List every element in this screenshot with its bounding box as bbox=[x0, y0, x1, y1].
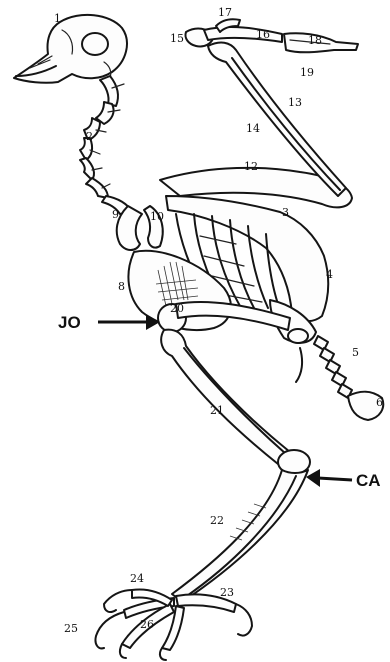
neck-vertebrae bbox=[80, 76, 132, 214]
label-4: 4 bbox=[326, 268, 333, 281]
label-13: 13 bbox=[288, 96, 302, 109]
label-8: 8 bbox=[118, 280, 125, 293]
label-16: 16 bbox=[256, 28, 270, 41]
torso bbox=[117, 196, 329, 382]
label-3: 3 bbox=[282, 206, 289, 219]
callout-jo: JO bbox=[58, 313, 81, 332]
leg bbox=[158, 302, 310, 602]
label-22: 22 bbox=[210, 514, 224, 527]
label-14: 14 bbox=[246, 122, 260, 135]
tail bbox=[314, 336, 383, 420]
ca-arrow bbox=[306, 469, 352, 487]
label-24: 24 bbox=[130, 572, 144, 585]
label-17: 17 bbox=[218, 6, 232, 19]
label-19: 19 bbox=[300, 66, 314, 79]
foot bbox=[95, 589, 252, 660]
label-6: 6 bbox=[376, 396, 383, 409]
label-12: 12 bbox=[244, 160, 258, 173]
wing bbox=[160, 19, 358, 207]
label-20: 20 bbox=[170, 302, 184, 315]
label-25: 25 bbox=[64, 622, 78, 635]
label-5: 5 bbox=[352, 346, 359, 359]
label-21: 21 bbox=[210, 404, 224, 417]
label-23: 23 bbox=[220, 586, 234, 599]
callout-ca: CA bbox=[356, 471, 381, 490]
skull bbox=[14, 15, 127, 83]
label-15: 15 bbox=[170, 32, 184, 45]
label-10: 10 bbox=[150, 210, 164, 223]
label-9: 9 bbox=[112, 208, 119, 221]
label-26: 26 bbox=[140, 618, 154, 631]
label-18: 18 bbox=[308, 34, 322, 47]
label-2: 2 bbox=[86, 130, 93, 143]
label-1: 1 bbox=[54, 12, 61, 25]
